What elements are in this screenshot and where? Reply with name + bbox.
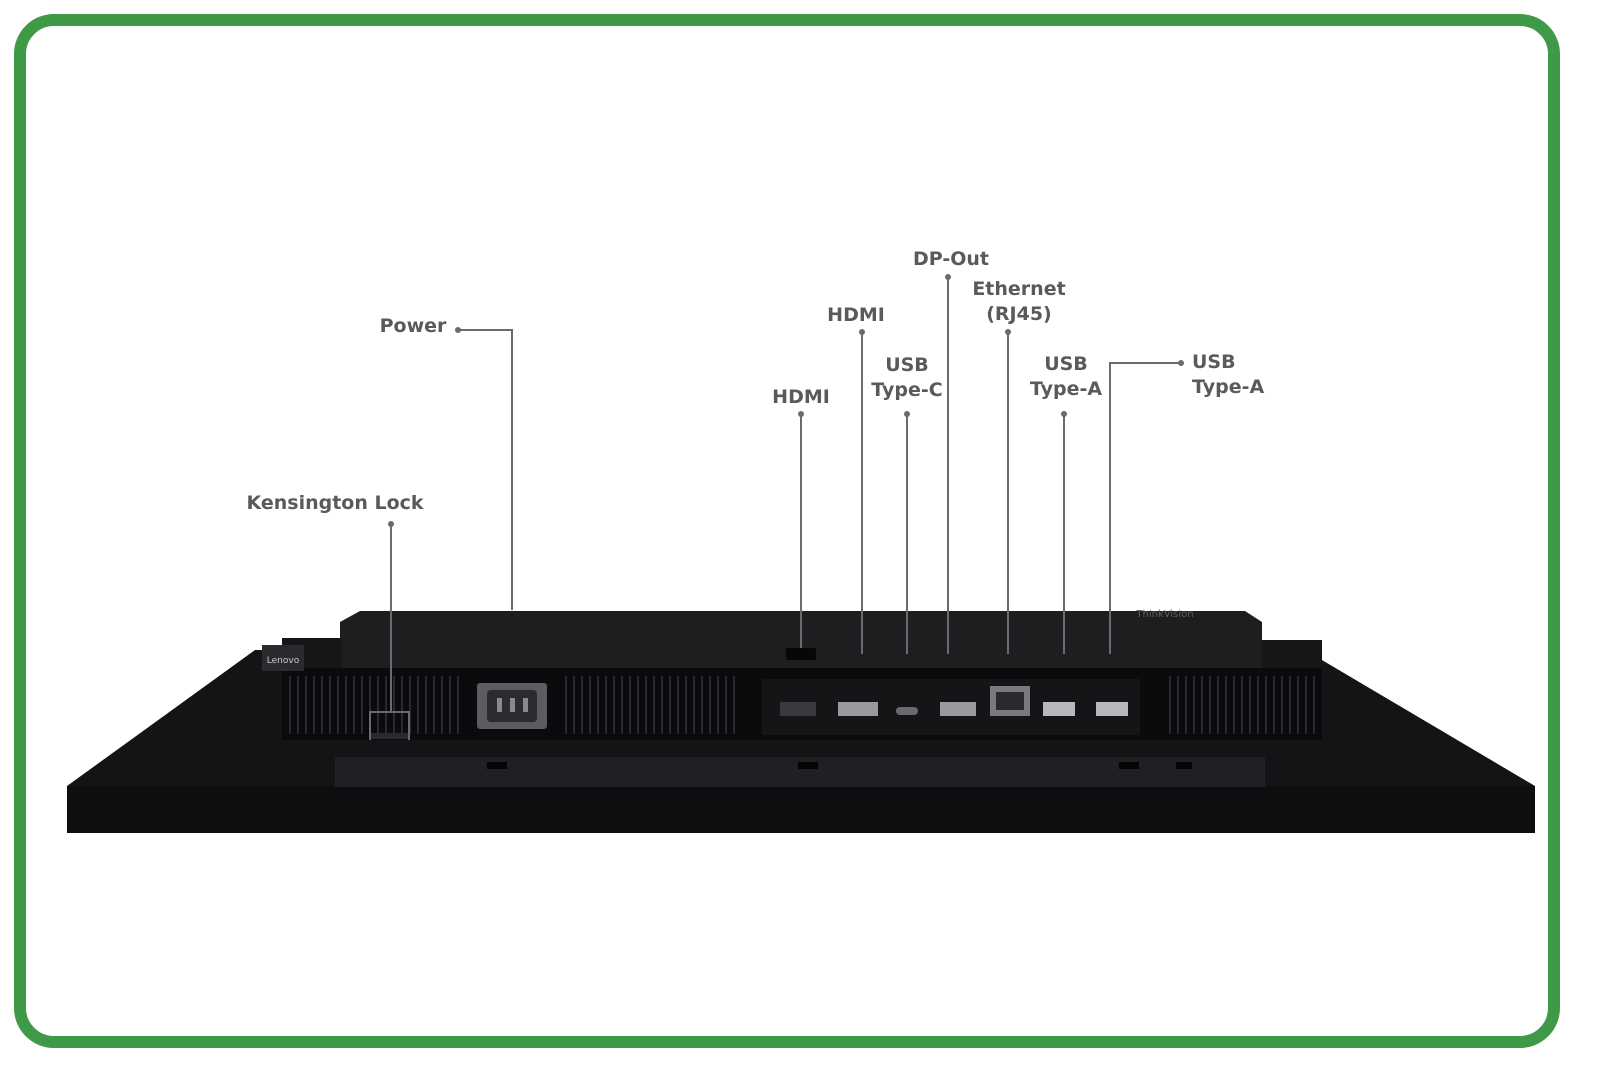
leader-power	[458, 329, 513, 610]
label-kensington-lock: Kensington Lock	[246, 492, 424, 514]
label-usb-type-a-2: USB Type-A	[1192, 351, 1265, 398]
vent-right	[1169, 676, 1315, 734]
dp-out-port	[940, 702, 976, 716]
top-clip	[786, 648, 816, 660]
label-hdmi-1: HDMI	[772, 386, 830, 408]
leader-dots	[388, 274, 1184, 527]
usb-c-port	[896, 707, 918, 715]
vent-middle	[565, 676, 735, 734]
monitor-base-front-edge	[67, 786, 1535, 833]
usb-a-port-2	[1096, 702, 1128, 716]
hdmi-port-1	[780, 702, 816, 716]
hdmi-port-2	[838, 702, 878, 716]
label-power: Power	[379, 315, 447, 337]
model-badge-text: ThinkVision	[1135, 609, 1193, 620]
kensington-slot	[370, 733, 408, 739]
usb-a-port-1	[1043, 702, 1075, 716]
label-dp-out: DP-Out	[912, 248, 990, 270]
brand-badge	[262, 645, 304, 671]
green-border-frame	[14, 14, 1560, 1048]
leader-usb-a-2	[1109, 362, 1181, 654]
label-hdmi-2: HDMI	[827, 304, 885, 326]
label-usb-type-c: USB Type-C	[871, 354, 943, 401]
stand-mount-bar	[335, 757, 1265, 787]
label-usb-type-a-1: USB Type-A	[1029, 353, 1103, 400]
leader-kensington	[369, 524, 392, 740]
brand-badge-text: Lenovo	[267, 656, 300, 666]
leader-lines	[369, 277, 1181, 740]
label-ethernet-rj45: Ethernet (RJ45)	[972, 278, 1066, 325]
